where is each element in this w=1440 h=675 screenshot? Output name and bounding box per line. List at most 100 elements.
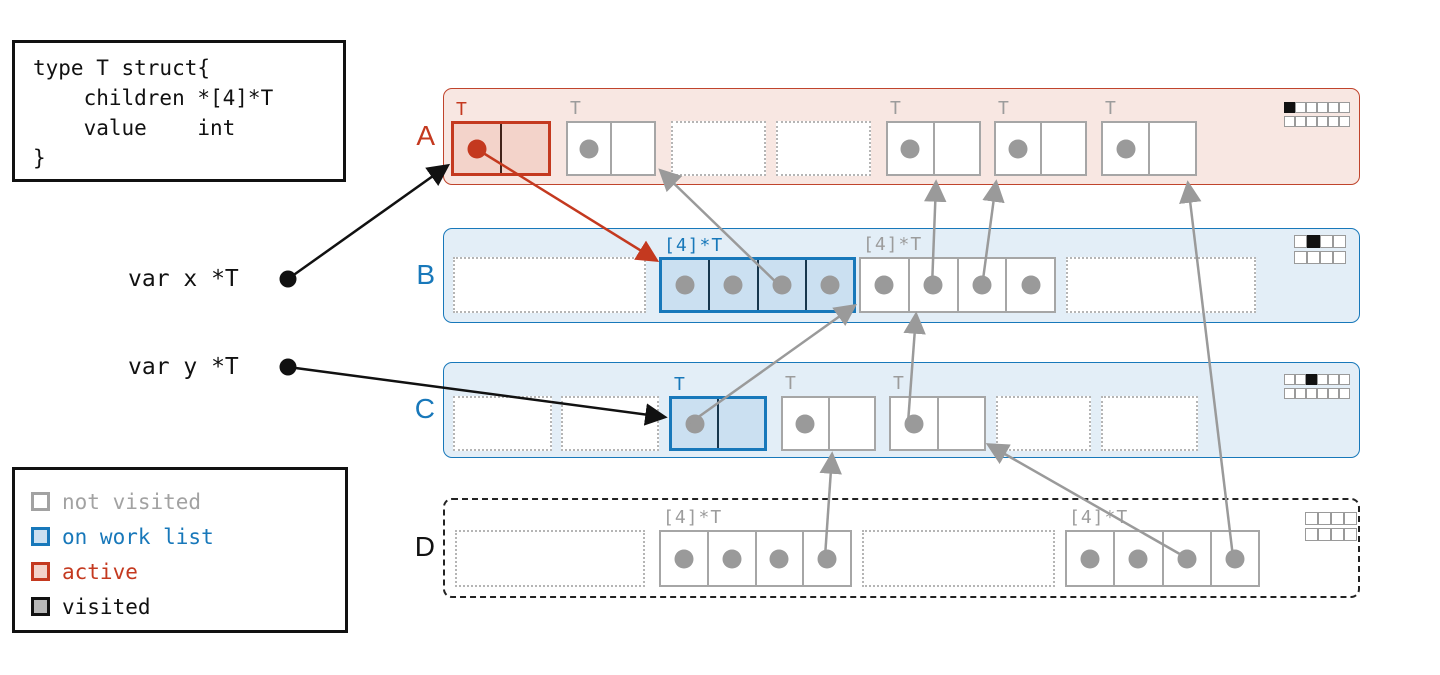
object-cell: [672, 399, 717, 448]
bitmap-bit: [1328, 388, 1339, 399]
object-cell: [661, 532, 707, 585]
legend-item-label: not visited: [62, 489, 202, 514]
pointer-dot: [579, 139, 599, 158]
pointer-dot: [1080, 549, 1100, 568]
object-type-label: T: [456, 99, 468, 120]
object-type-label: T: [570, 98, 582, 119]
object-type-label: T: [890, 98, 902, 119]
heap-object: [4]*T: [1065, 507, 1260, 587]
legend-item-active: active: [31, 554, 345, 589]
code-line: value int: [33, 116, 236, 140]
legend-item-label: visited: [62, 594, 151, 619]
object-cell: [1161, 532, 1210, 585]
pointer-dot: [1116, 139, 1135, 158]
pointer-dot: [972, 275, 992, 295]
pointer-dot: [723, 275, 743, 295]
free-slot: [455, 530, 645, 587]
variable-pointer-dot: [279, 358, 297, 376]
pointer-dot: [904, 414, 924, 433]
bitmap-bit: [1344, 512, 1357, 525]
bitmap-bit: [1317, 116, 1328, 127]
object-cell: [1113, 532, 1161, 585]
object-cell: [956, 259, 1006, 311]
legend-swatch-icon: [31, 597, 50, 616]
stack-variable-label: var y *T: [128, 354, 239, 380]
object-cell: [500, 124, 548, 173]
object-cell: [936, 398, 985, 449]
object-cell: [827, 398, 875, 449]
object-cell: [756, 260, 805, 310]
heap-object: [4]*T: [859, 234, 1056, 313]
bitmap-bit: [1295, 388, 1306, 399]
object-type-label: [4]*T: [863, 234, 923, 255]
free-slot: [776, 121, 871, 176]
heap-object: T: [994, 98, 1087, 176]
bitmap-bit: [1306, 374, 1317, 385]
object-cell: [1148, 123, 1195, 174]
object-cell: [1039, 123, 1086, 174]
bitmap-bit: [1339, 374, 1350, 385]
pointer-dot: [467, 139, 487, 158]
legend-swatch-icon: [31, 562, 50, 581]
mark-bitmap-B: [1294, 235, 1346, 267]
region-label-D: D: [414, 531, 435, 562]
bitmap-bit: [1328, 102, 1339, 113]
bitmap-row: [1284, 388, 1350, 399]
object-type-label: T: [893, 373, 905, 394]
legend-item-label: active: [62, 559, 138, 584]
legend-swatch-icon: [31, 492, 50, 511]
pointer-dot: [900, 139, 920, 158]
heap-object: [4]*T: [659, 235, 856, 313]
object-cell: [568, 123, 610, 174]
free-slot: [862, 530, 1055, 587]
object-type-label: T: [1105, 98, 1117, 119]
bitmap-bit: [1333, 251, 1346, 264]
free-slot: [453, 257, 646, 313]
object-cell: [891, 398, 937, 449]
heap-object: T: [781, 373, 876, 451]
free-slot: [453, 396, 552, 451]
pointer-dot: [674, 549, 694, 568]
free-slot: [561, 396, 659, 451]
pointer-dot: [1128, 549, 1148, 568]
bitmap-bit: [1331, 528, 1344, 541]
pointer-dot: [820, 275, 840, 295]
object-type-label: [4]*T: [1069, 507, 1129, 528]
bitmap-bit: [1317, 374, 1328, 385]
object-cell: [996, 123, 1040, 174]
heap-object: T: [669, 374, 767, 451]
bitmap-bit: [1328, 374, 1339, 385]
bitmap-row: [1305, 528, 1357, 541]
region-label-A: A: [416, 119, 435, 151]
bitmap-bit: [1295, 116, 1306, 127]
pointer-dot: [1225, 549, 1245, 568]
heap-object: T: [889, 373, 986, 451]
pointer-dot: [874, 275, 894, 295]
bitmap-bit: [1305, 512, 1318, 525]
code-line: type T struct{: [33, 56, 211, 80]
object-cell: [907, 259, 957, 311]
pointer-dot: [722, 549, 742, 568]
code-line: children *[4]*T: [33, 86, 274, 110]
mark-bitmap-C: [1284, 374, 1350, 402]
object-cell: [802, 532, 850, 585]
bitmap-bit: [1328, 116, 1339, 127]
pointer-dot: [795, 414, 815, 433]
bitmap-row: [1284, 116, 1350, 127]
bitmap-bit: [1344, 528, 1357, 541]
pointer-dot: [1008, 139, 1028, 158]
stack-variable-label: var x *T: [128, 266, 239, 292]
bitmap-row: [1305, 512, 1357, 525]
object-cell: [1209, 532, 1258, 585]
region-label-B: B: [416, 258, 435, 290]
legend-item-not-visited: not visited: [31, 484, 345, 519]
legend-item-label: on work list: [62, 524, 214, 549]
pointer-dot: [923, 275, 943, 295]
heap-object: T: [566, 98, 656, 176]
free-slot: [1066, 257, 1256, 313]
bitmap-bit: [1295, 374, 1306, 385]
bitmap-bit: [1317, 102, 1328, 113]
bitmap-bit: [1284, 374, 1295, 385]
memory-region-D: [4]*T[4]*T: [443, 498, 1360, 598]
object-cell: [610, 123, 654, 174]
